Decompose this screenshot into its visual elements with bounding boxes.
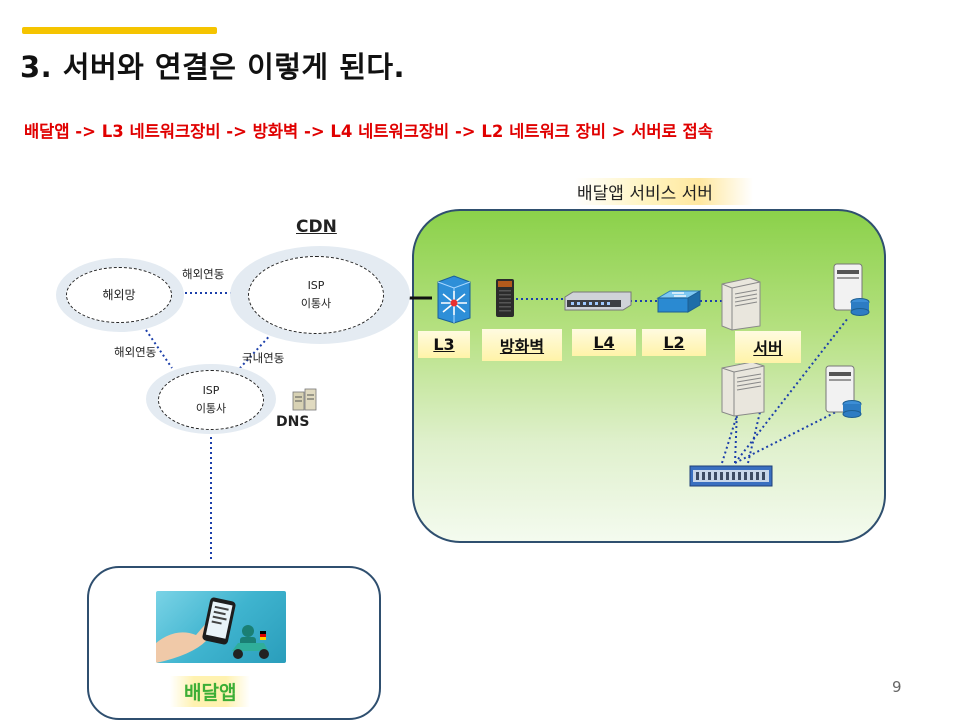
l2-label: L2 (642, 329, 706, 356)
dns-server-icon (292, 388, 317, 411)
web-server-icon (721, 277, 761, 331)
link-storage-server-mid-b (747, 411, 761, 464)
storage-array-icon (689, 465, 773, 487)
isp-bottom-line1: ISP (202, 384, 220, 397)
link-label-overseas-left: 해외연동 (114, 345, 157, 359)
l3-switch-icon (437, 275, 471, 324)
server-zone-label: 배달앱 서비스 서버 (575, 178, 753, 205)
firewall-label: 방화벽 (482, 329, 562, 361)
cdn-label: CDN (296, 217, 337, 237)
app-server-icon (721, 361, 765, 417)
page-title: 3. 서버와 연결은 이렇게 된다. (20, 50, 406, 84)
db-server-top-icon (833, 263, 870, 316)
dns-label: DNS (276, 414, 310, 430)
overseas-network-label: 해외망 (102, 288, 136, 302)
link-storage-server-mid-a (721, 411, 739, 464)
link-storage-db-right (734, 411, 837, 464)
db-server-right-icon (825, 365, 862, 418)
l4-switch-icon (564, 291, 632, 311)
overseas-network: 해외망 (66, 267, 172, 323)
firewall-icon (496, 279, 514, 317)
page-number: 9 (892, 678, 902, 696)
l2-switch-icon (656, 290, 702, 313)
link-isp-top-isp-bottom (239, 329, 276, 369)
link-storage-db-top (734, 317, 849, 464)
server-zone (412, 209, 886, 543)
title-accent-bar (22, 27, 217, 34)
l3-label: L3 (418, 331, 470, 358)
isp-top: ISP 이통사 (248, 256, 384, 334)
link-label-overseas-top: 해외연동 (182, 267, 225, 281)
isp-top-line2: 이통사 (300, 297, 332, 310)
server-label: 서버 (735, 331, 801, 363)
l4-label: L4 (572, 329, 636, 356)
delivery-app-illustration (156, 597, 269, 663)
connection-flow-text: 배달앱 -> L3 네트워크장비 -> 방화벽 -> L4 네트워크장비 -> … (24, 122, 713, 141)
delivery-app-photo (156, 591, 286, 663)
isp-bottom: ISP 이통사 (158, 370, 264, 430)
isp-top-line1: ISP (307, 279, 325, 292)
delivery-app-label: 배달앱 (170, 676, 251, 707)
isp-bottom-line2: 이통사 (195, 402, 227, 415)
link-label-domestic: 국내연동 (242, 351, 285, 365)
